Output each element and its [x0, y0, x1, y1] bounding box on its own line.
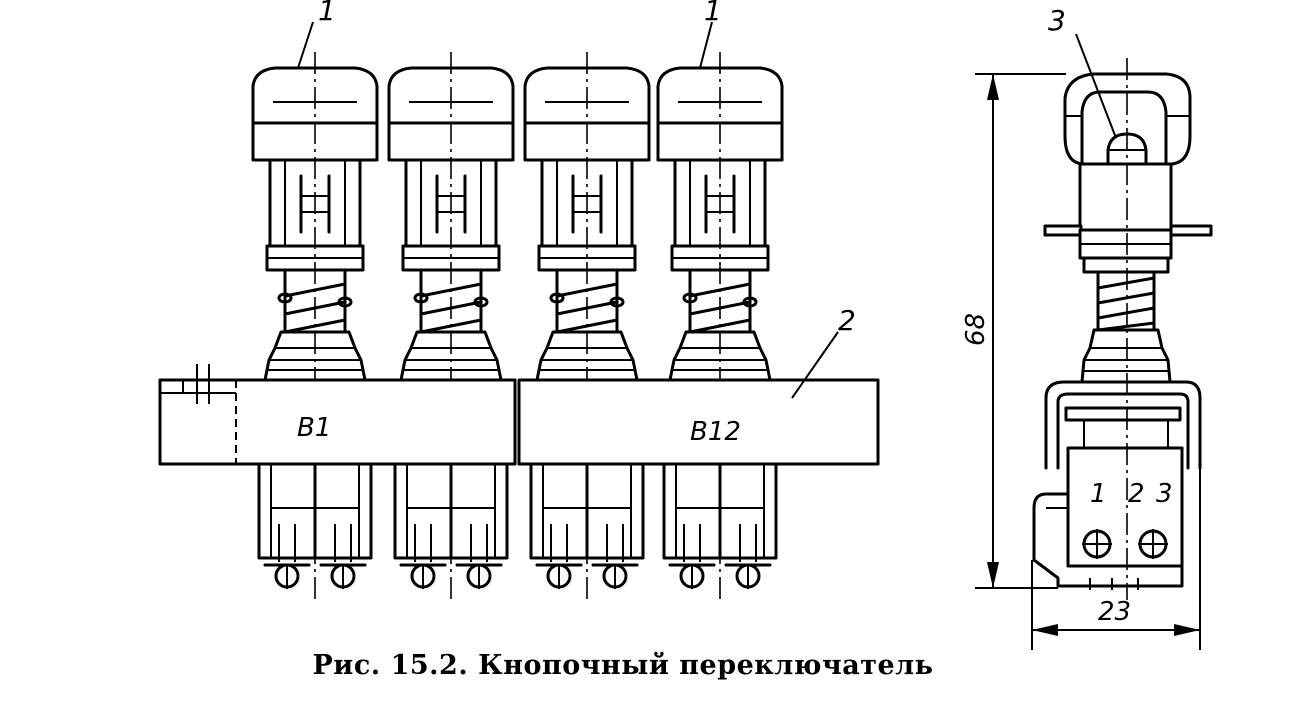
callout-1-right: 1 [704, 0, 722, 27]
leader-line-3 [1075, 33, 1117, 139]
terminal-label-3: 3 [1156, 479, 1173, 509]
dimension-height [975, 73, 1066, 589]
bar-label-b12: В12 [690, 417, 741, 447]
side-view [1032, 58, 1213, 600]
button-unit [656, 52, 784, 600]
dimension-width [1031, 468, 1201, 650]
leader-line-2 [791, 331, 839, 399]
leader-line-1b [699, 21, 713, 69]
dimension-label-68: 68 [961, 313, 991, 346]
leader-line-1a [297, 21, 314, 69]
callout-2: 2 [838, 304, 856, 337]
callout-1-left: 1 [318, 0, 336, 27]
figure-caption-text: Рис. 15.2. Кнопочный переключатель [312, 650, 934, 681]
dimension-label-23: 23 [1098, 597, 1131, 627]
button-unit [387, 52, 515, 600]
button-units-front-view [251, 52, 784, 600]
bar-label-b1: В1 [297, 413, 331, 443]
terminal-label-1: 1 [1090, 479, 1107, 509]
terminal-label-2: 2 [1128, 479, 1145, 509]
callout-3: 3 [1048, 4, 1066, 37]
figure-caption: Рис. 15.2. Кнопочный переключатель [0, 650, 1306, 681]
mounting-bar-left [158, 364, 517, 466]
button-unit [251, 52, 379, 600]
button-unit [523, 52, 651, 600]
mounting-bar-right [517, 378, 880, 466]
